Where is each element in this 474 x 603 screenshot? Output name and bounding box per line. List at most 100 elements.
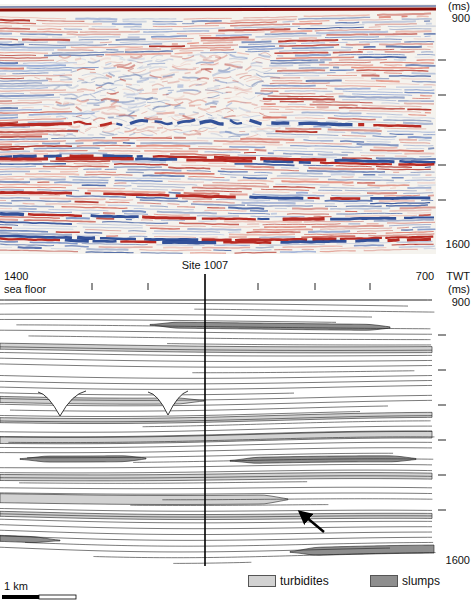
seismic-reflector: [312, 226, 384, 227]
seismic-reflector: [299, 64, 311, 66]
seismic-reflector: [66, 217, 90, 220]
seismic-reflector: [314, 216, 332, 218]
seismic-reflector: [147, 102, 165, 104]
seismic-reflector: [404, 216, 434, 219]
seismic-reflector: [60, 94, 78, 96]
horizon-line: [0, 464, 432, 467]
seismic-reflector: [75, 139, 129, 142]
seismic-reflector: [115, 180, 163, 182]
seismic-reflector: [425, 112, 431, 113]
seismic-reflector: [0, 20, 30, 21]
seismic-reflector: [105, 169, 117, 170]
seismic-reflector: [248, 43, 296, 44]
seismic-reflector: [389, 28, 431, 30]
seismic-ground: [0, 4, 436, 254]
seismic-reflector: [351, 133, 381, 134]
seismic-reflector: [172, 190, 184, 191]
seismic-reflector: [272, 80, 302, 81]
seismic-reflector: [0, 174, 12, 175]
seismic-reflector: [78, 78, 84, 80]
seismic-reflector: [237, 53, 249, 55]
seismic-reflector: [407, 212, 431, 213]
seismic-reflector: [218, 29, 290, 30]
seismic-reflector: [122, 18, 176, 20]
seismic-reflector: [417, 228, 435, 230]
seismic-reflector: [283, 217, 325, 221]
seismic-reflector: [112, 137, 172, 139]
seismic-reflector: [389, 75, 431, 77]
seismic-reflector: [0, 46, 66, 48]
seismic-reflector: [78, 36, 120, 37]
seismic-reflector: [203, 58, 221, 61]
seismic-reflector: [257, 128, 281, 129]
seismic-reflector: [120, 240, 156, 243]
seismic-reflector: [118, 75, 142, 78]
horizon-line: [162, 499, 432, 500]
horizon-line: [0, 358, 432, 361]
seismic-reflector: [137, 155, 143, 158]
seismic-reflector: [292, 23, 322, 25]
seismic-reflector: [135, 98, 153, 100]
seismic-reflector: [0, 208, 12, 209]
seismic-reflector: [0, 217, 60, 219]
seismic-reflector: [392, 244, 434, 246]
seismic-reflector: [0, 161, 42, 162]
seismic-reflector: [204, 151, 240, 153]
seismic-reflector: [155, 59, 173, 62]
seismic-reflector: [197, 78, 209, 80]
horizon-line: [28, 336, 430, 340]
seismic-reflector: [30, 178, 66, 180]
seismic-reflector: [137, 79, 149, 82]
seismic-reflector: [119, 106, 137, 110]
turbidite-body: [0, 412, 432, 423]
seismic-reflector: [140, 200, 188, 202]
seismic-reflector: [277, 55, 283, 56]
seismic-reflector: [246, 84, 258, 87]
seismic-reflector: [367, 192, 397, 194]
seismic-reflector: [177, 120, 195, 123]
seismic-reflector: [397, 241, 433, 243]
seismic-reflector: [348, 121, 396, 123]
seismic-reflector: [136, 140, 208, 142]
seismic-reflector: [224, 98, 230, 100]
seismic-reflector: [341, 83, 419, 85]
seismic-reflector: [105, 63, 111, 65]
seismic-reflector: [269, 65, 293, 67]
seismic-reflector: [192, 188, 252, 189]
seismic-reflector: [154, 214, 190, 215]
seismic-reflector: [210, 106, 216, 108]
seismic-reflector: [126, 172, 144, 174]
seismic-reflector: [424, 33, 436, 35]
seismic-reflector: [202, 247, 250, 249]
seismic-reflector: [0, 88, 48, 89]
seismic-reflector: [0, 146, 72, 147]
seismic-reflector: [204, 110, 222, 113]
seismic-reflector: [242, 115, 260, 117]
seismic-reflector: [93, 20, 117, 22]
seismic-reflector: [34, 77, 40, 79]
seismic-reflector: [48, 210, 108, 211]
seismic-reflector: [404, 89, 434, 91]
seismic-reflector: [88, 60, 100, 62]
seismic-reflector: [215, 55, 227, 58]
seismic-reflector: [56, 157, 134, 161]
seismic-reflector: [243, 177, 267, 178]
seismic-reflector: [288, 104, 306, 105]
seismic-reflector: [153, 26, 219, 27]
seismic-reflector: [346, 43, 370, 45]
seismic-reflector: [215, 80, 227, 83]
seismic-reflector: [184, 193, 220, 194]
seismic-reflector: [320, 248, 386, 250]
seismic-reflector: [190, 81, 208, 83]
seismic-reflector: [0, 70, 72, 71]
seismic-reflector: [318, 190, 342, 191]
seismic-reflector: [330, 207, 390, 210]
seismic-reflector: [74, 163, 110, 165]
seismic-reflector: [149, 45, 185, 47]
seismic-reflector: [355, 240, 379, 241]
seismic-reflector: [373, 125, 421, 126]
seismic-reflector: [330, 197, 360, 200]
seismic-reflector: [77, 81, 95, 83]
shotpoint-tick: [315, 283, 316, 290]
axis-tick: [438, 370, 446, 371]
